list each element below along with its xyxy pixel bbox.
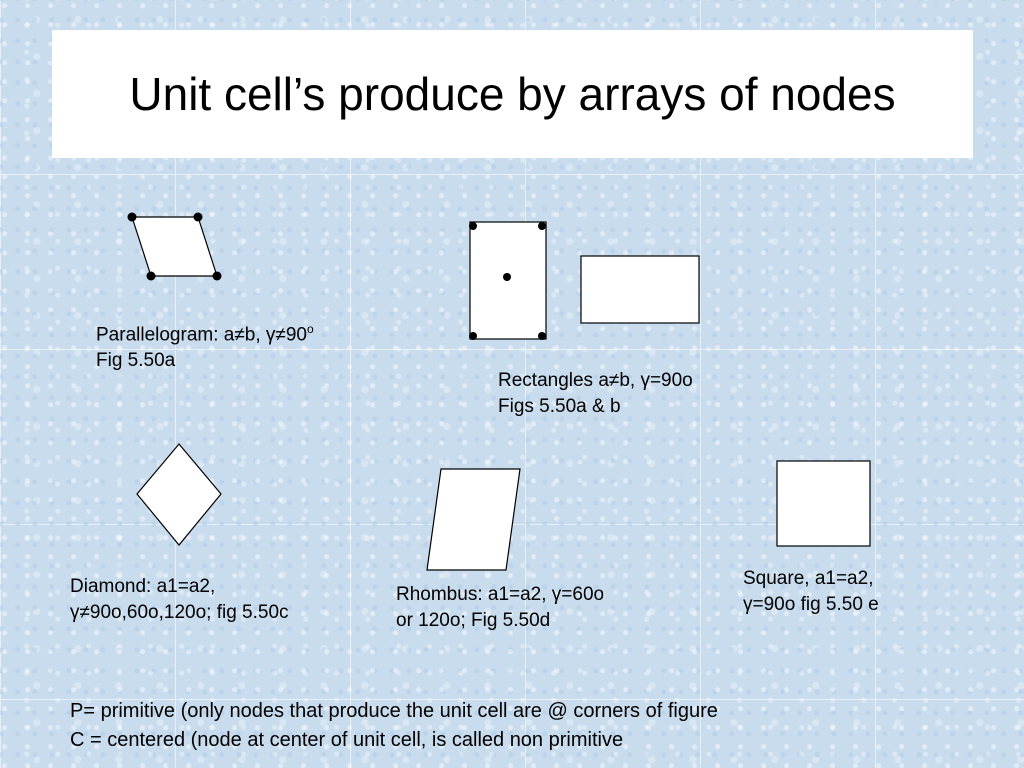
- parallelogram-label-line1: Parallelogram: a≠b, γ≠90: [96, 324, 307, 346]
- diamond-cell: [136, 443, 222, 546]
- diamond-label-line1: Diamond: a1=a2,: [70, 576, 216, 597]
- square-label-line2: γ=90o fig 5.50 e: [743, 594, 879, 615]
- parallelogram-label: Parallelogram: a≠b, γ≠90o Fig 5.50a: [96, 316, 314, 374]
- node: [469, 332, 477, 340]
- slide-title: Unit cell’s produce by arrays of nodes: [129, 68, 896, 120]
- centered-note: C = centered (node at center of unit cel…: [70, 729, 624, 751]
- node: [469, 222, 477, 230]
- degree-superscript: o: [306, 322, 314, 336]
- node: [538, 222, 546, 230]
- square-label-line1: Square, a1=a2,: [743, 568, 874, 589]
- rhombus-label-line1: Rhombus: a1=a2, γ=60o: [396, 584, 605, 605]
- center-node: [503, 273, 511, 281]
- rhombus-cell: [426, 468, 521, 571]
- node: [127, 212, 137, 222]
- parallelogram-cell: [131, 216, 218, 277]
- rectangle-cell: [580, 255, 700, 324]
- title-box: Unit cell’s produce by arrays of nodes: [52, 30, 973, 158]
- square-label: Square, a1=a2, γ=90o fig 5.50 e: [743, 566, 879, 618]
- node: [538, 332, 546, 340]
- rhombus-label-line2: or 120o; Fig 5.50d: [396, 610, 551, 631]
- node: [146, 271, 156, 281]
- rectangles-label-line1: Rectangles a≠b, γ=90o: [498, 370, 693, 391]
- rectangles-label-line2: Figs 5.50a & b: [498, 396, 621, 417]
- node: [193, 212, 203, 222]
- parallelogram-label-line2: Fig 5.50a: [96, 350, 176, 372]
- rhombus-label: Rhombus: a1=a2, γ=60o or 120o; Fig 5.50d: [396, 582, 604, 634]
- diamond-label: Diamond: a1=a2, γ≠90o,60o,120o; fig 5.50…: [70, 574, 289, 626]
- node: [212, 271, 222, 281]
- notes: P= primitive (only nodes that produce th…: [70, 697, 718, 755]
- primitive-note: P= primitive (only nodes that produce th…: [70, 700, 718, 722]
- rectangles-label: Rectangles a≠b, γ=90o Figs 5.50a & b: [498, 368, 693, 420]
- square-cell: [776, 460, 871, 547]
- diamond-label-line2: γ≠90o,60o,120o; fig 5.50c: [70, 602, 289, 623]
